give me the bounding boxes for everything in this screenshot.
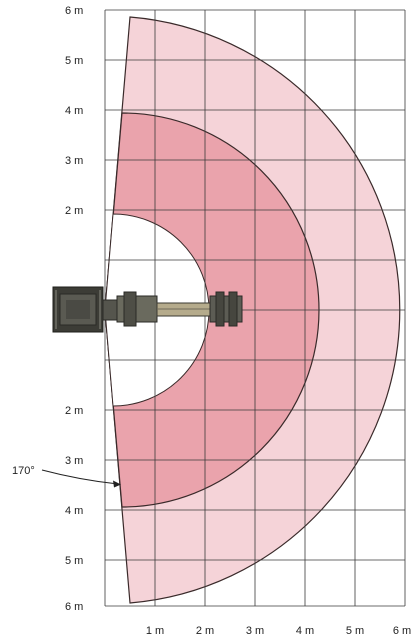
angle-annotation-label: 170° — [12, 465, 35, 477]
x-label-2m: 2 m — [196, 625, 214, 637]
y-label-3m-bottom: 3 m — [65, 455, 83, 467]
grid — [104, 9, 406, 607]
y-label-4m-top: 4 m — [65, 105, 83, 117]
x-label-1m: 1 m — [146, 625, 164, 637]
machine-top-view-icon — [52, 286, 243, 333]
x-label-3m: 3 m — [246, 625, 264, 637]
y-label-6m-top: 6 m — [65, 5, 83, 17]
y-label-3m-top: 3 m — [65, 155, 83, 167]
x-label-4m: 4 m — [296, 625, 314, 637]
angle-annotation-arrow — [41, 469, 119, 485]
y-label-2m-top: 2 m — [65, 205, 83, 217]
y-label-5m-bottom: 5 m — [65, 555, 83, 567]
arrow-head-icon — [113, 480, 121, 488]
x-label-5m: 5 m — [346, 625, 364, 637]
x-label-6m: 6 m — [393, 625, 411, 637]
y-label-5m-top: 5 m — [65, 55, 83, 67]
y-label-6m-bottom: 6 m — [65, 601, 83, 613]
y-label-2m-bottom: 2 m — [65, 405, 83, 417]
y-label-4m-bottom: 4 m — [65, 505, 83, 517]
